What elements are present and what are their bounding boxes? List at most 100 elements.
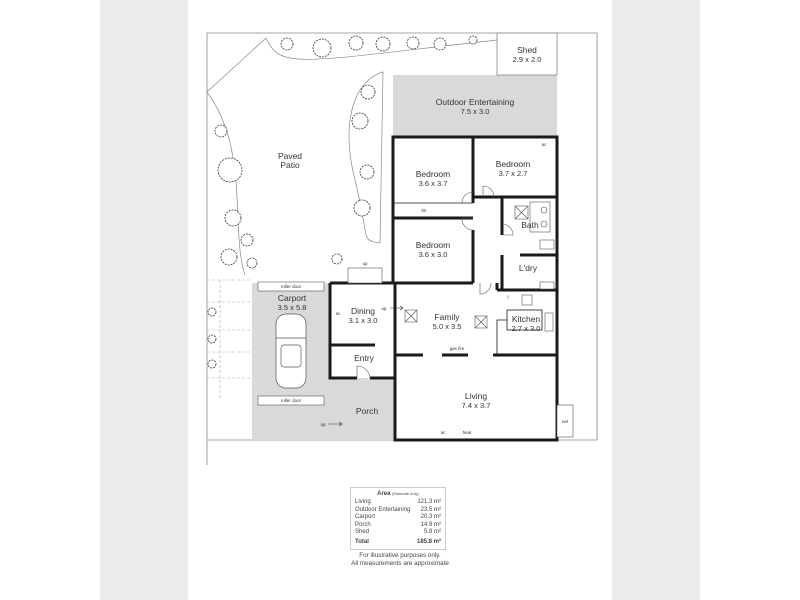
disclaimer: For illustrative purposes only. All meas… bbox=[330, 552, 470, 568]
area-row-value: 5.8 m² bbox=[423, 529, 441, 535]
tree-icon bbox=[207, 307, 217, 317]
up-label-stairs: up bbox=[362, 261, 368, 266]
area-row-value: 20.3 m² bbox=[420, 514, 441, 520]
tree-icon bbox=[246, 257, 258, 269]
family-dims: 5.0 x 3.5 bbox=[433, 322, 462, 331]
shed-outline bbox=[496, 32, 558, 76]
roller-door-top-label: roller door bbox=[281, 284, 302, 289]
tree-icon bbox=[433, 37, 447, 51]
heat-label: heat bbox=[463, 430, 473, 435]
area-row-label: Outdoor Entertaining bbox=[355, 506, 411, 513]
right-margin-strip bbox=[612, 0, 700, 600]
area-row: Porch 14.9 m² bbox=[355, 522, 441, 530]
disclaimer-line-1: For illustrative purposes only. bbox=[359, 552, 441, 559]
tree-icon bbox=[224, 209, 242, 227]
area-row-label: Porch bbox=[355, 521, 371, 528]
tree-icon bbox=[312, 38, 332, 58]
area-row-value: 121.3 m² bbox=[417, 499, 441, 505]
bedroom2-dims: 3.7 x 2.7 bbox=[499, 169, 528, 178]
f-label: f bbox=[507, 295, 509, 300]
arrows bbox=[328, 305, 404, 427]
dining-label: Dining bbox=[351, 306, 375, 316]
up-label-dining: up bbox=[381, 306, 387, 311]
kitchen-dims: 2.7 x 3.0 bbox=[512, 324, 541, 333]
tree-icon bbox=[353, 199, 371, 217]
gas-fire-label: gas fire bbox=[450, 346, 465, 351]
walls bbox=[328, 135, 559, 442]
carport-label: Carport bbox=[278, 293, 307, 303]
area-row: Outdoor Entertaining 23.5 m² bbox=[355, 507, 441, 515]
area-row-label: Living bbox=[355, 499, 371, 505]
thin-walls bbox=[393, 202, 543, 355]
tree-icon bbox=[207, 359, 217, 369]
entry-label: Entry bbox=[354, 353, 375, 363]
tree-icon bbox=[214, 124, 228, 138]
area-row-value: 23.5 m² bbox=[420, 506, 441, 513]
rwt-label: rwt bbox=[562, 419, 569, 424]
patio-label-1: Paved bbox=[278, 151, 302, 161]
area-row: Carport 20.3 m² bbox=[355, 514, 441, 522]
patio-label-2: Patio bbox=[280, 160, 300, 170]
area-row: Living 121.3 m² bbox=[355, 499, 441, 507]
outdoor-label: Outdoor Entertaining bbox=[436, 97, 515, 107]
tree-icon bbox=[207, 334, 217, 344]
tree-icon bbox=[240, 233, 254, 247]
dining-dims: 3.1 x 3.0 bbox=[349, 316, 378, 325]
bedroom3-dims: 3.6 x 3.0 bbox=[419, 250, 448, 259]
area-title: Area bbox=[377, 491, 391, 497]
up-label-porch: up bbox=[320, 422, 326, 427]
driveway-lines bbox=[207, 279, 252, 400]
outdoor-dims: 7.5 x 3.0 bbox=[461, 107, 490, 116]
tree-icon bbox=[468, 35, 478, 45]
patio-edge bbox=[206, 37, 498, 276]
family-label: Family bbox=[434, 312, 460, 322]
area-row-value: 14.9 m² bbox=[420, 521, 441, 528]
tree-icon bbox=[351, 112, 369, 130]
bedroom2-label: Bedroom bbox=[496, 159, 531, 169]
bedroom1-dims: 3.6 x 3.7 bbox=[419, 179, 448, 188]
shed-dims: 2.9 x 2.0 bbox=[513, 55, 542, 64]
tree-icon bbox=[280, 37, 294, 51]
left-margin-strip bbox=[100, 0, 188, 600]
area-table: Area (Estimate only) Living 121.3 m² Outdo… bbox=[350, 487, 446, 550]
area-row-label: Shed bbox=[355, 529, 370, 535]
porch-area bbox=[330, 378, 395, 440]
laundry-label: L'dry bbox=[519, 263, 538, 273]
bir-label: bir bbox=[421, 208, 427, 213]
tree-icon bbox=[331, 253, 343, 265]
tree-icon bbox=[217, 157, 243, 183]
tree-icon bbox=[406, 36, 420, 50]
living-dims: 7.4 x 3.7 bbox=[462, 401, 491, 410]
fixtures bbox=[257, 201, 574, 438]
bath-label: Bath bbox=[521, 220, 539, 230]
roller-door-bottom-label: roller door bbox=[281, 398, 302, 403]
total-label: Total bbox=[355, 538, 369, 545]
doors bbox=[356, 185, 514, 379]
ac-label-bedroom: ac bbox=[542, 142, 548, 147]
car-icon bbox=[275, 313, 307, 389]
area-row: Shed 5.8 m² bbox=[355, 529, 441, 537]
bedroom1-label: Bedroom bbox=[416, 169, 451, 179]
disclaimer-line-2: All measurements are approximate bbox=[351, 560, 449, 567]
trees bbox=[207, 35, 478, 369]
tree-icon bbox=[359, 164, 375, 180]
area-subtitle: (Estimate only) bbox=[392, 491, 419, 496]
total-value: 185.8 m² bbox=[416, 538, 441, 545]
tree-icon bbox=[220, 248, 238, 266]
area-table-header: Area (Estimate only) bbox=[355, 491, 441, 497]
tree-icon bbox=[348, 35, 364, 51]
carport-dims: 3.5 x 5.8 bbox=[278, 303, 307, 312]
tree-icon bbox=[375, 36, 391, 52]
ac-label-living: ac bbox=[441, 430, 447, 435]
kitchen-label: Kitchen bbox=[512, 314, 541, 324]
area-total-row: Total 185.8 m² bbox=[355, 539, 441, 547]
ac-label-dining: ac bbox=[336, 311, 342, 316]
living-label: Living bbox=[465, 391, 487, 401]
porch-label: Porch bbox=[356, 406, 378, 416]
bedroom3-label: Bedroom bbox=[416, 240, 451, 250]
area-row-label: Carport bbox=[355, 514, 376, 520]
tree-icon bbox=[360, 84, 376, 100]
shed-label: Shed bbox=[517, 45, 537, 55]
outdoor-entertaining-area bbox=[393, 75, 557, 137]
